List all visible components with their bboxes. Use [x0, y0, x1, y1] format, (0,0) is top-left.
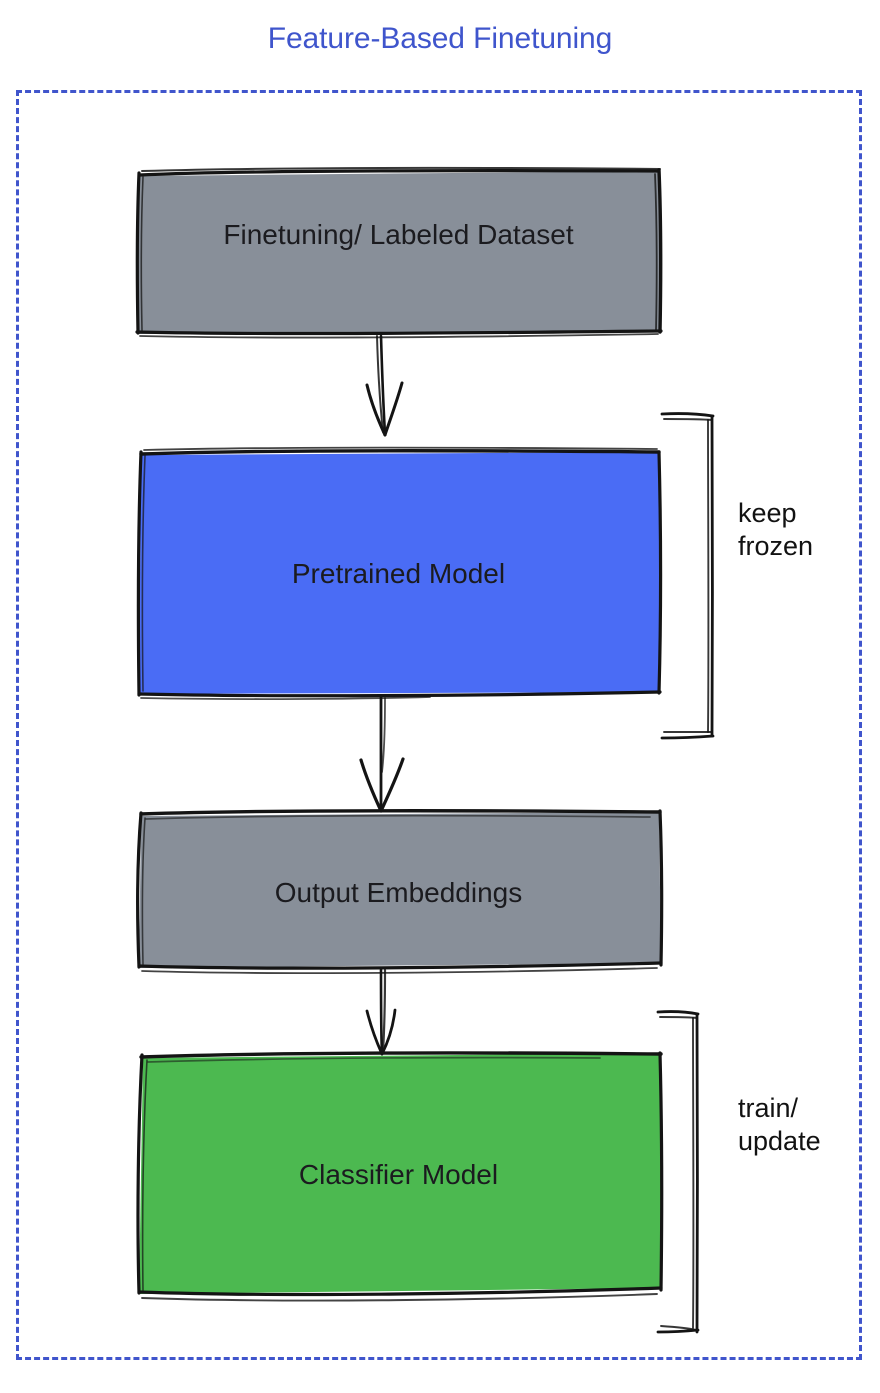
node-edge-top: [139, 1051, 663, 1059]
node-fill-output-embeddings: [139, 812, 661, 968]
node-edge-left-2: [141, 817, 146, 965]
node-fill-classifier-model: [139, 1053, 661, 1294]
bracket-label-keep-frozen: keep frozen: [738, 498, 814, 561]
node-edge-top: [138, 169, 660, 177]
node-edge-bottom-2: [140, 696, 431, 700]
node-edge-right: [657, 450, 663, 695]
node-edge-top-2: [145, 814, 651, 820]
edge-pretrained-to-embeddings: [359, 694, 405, 813]
node-edge-left: [135, 171, 141, 335]
arrow-shaft-2: [381, 968, 387, 1054]
node-edge-top: [139, 448, 661, 456]
node-output-embeddings[interactable]: [136, 808, 664, 975]
bracket-train-update: [656, 1010, 700, 1334]
node-pretrained-model[interactable]: [136, 446, 663, 700]
bracket-bottom-arm: [656, 1328, 700, 1334]
node-edge-top-2: [141, 166, 661, 172]
arrow-head-left: [359, 758, 383, 813]
arrow-shaft: [379, 334, 387, 436]
node-edge-left-2: [141, 455, 146, 692]
arrow-head-left: [365, 383, 387, 437]
arrow-head-left: [365, 1009, 384, 1056]
node-edge-right-2: [654, 173, 658, 331]
node-fill-finetuning-dataset: [138, 171, 661, 334]
bracket-top-arm: [660, 412, 715, 418]
bracket-keep-frozen: [660, 412, 715, 740]
node-classifier-model[interactable]: [136, 1051, 664, 1302]
edge-embeddings-to-classifier: [365, 967, 397, 1056]
node-edge-right: [657, 168, 663, 334]
node-edge-top-2: [147, 1056, 601, 1063]
arrow-shaft-2: [376, 335, 384, 433]
node-edge-left: [136, 1053, 144, 1295]
node-edge-bottom-2: [141, 1293, 658, 1302]
edge-dataset-to-pretrained: [365, 334, 404, 437]
bracket-bottom-arm-2: [660, 1325, 697, 1331]
bracket-label-train-update: train/ update: [738, 1093, 821, 1156]
bracket-top-arm-2: [659, 1016, 698, 1019]
node-edge-left-2: [140, 176, 144, 331]
arrow-head-right: [383, 381, 404, 437]
arrow-shaft-2: [381, 697, 386, 773]
node-edge-bottom: [135, 329, 663, 336]
bracket-top-arm-2: [663, 418, 713, 421]
arrow-head-right: [379, 757, 405, 813]
node-edge-top-2: [143, 446, 658, 451]
node-edge-right: [658, 1051, 664, 1292]
bracket-bottom-arm: [660, 734, 715, 740]
node-edge-left: [136, 811, 143, 969]
node-edge-left: [136, 450, 143, 697]
arrow-head-right: [380, 1008, 397, 1056]
node-finetuning-dataset[interactable]: [135, 166, 663, 339]
arrow-shaft: [379, 967, 384, 1055]
node-edge-left-2: [141, 1059, 148, 1291]
node-fill-pretrained-model: [139, 452, 660, 694]
node-edge-top: [139, 808, 662, 816]
bracket-top-arm: [656, 1010, 700, 1016]
node-edge-bottom: [137, 1286, 663, 1297]
page-title: Feature-Based Finetuning: [267, 22, 613, 55]
node-edge-right: [658, 809, 664, 967]
